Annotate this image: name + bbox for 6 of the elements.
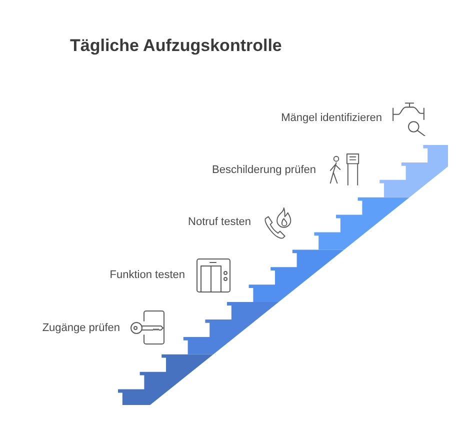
title: Tägliche Aufzugskontrolle [70, 36, 282, 56]
step-label: Notruf testen [188, 215, 251, 229]
step-label: Beschilderung prüfen [212, 163, 316, 177]
step-label: Funktion testen [110, 268, 185, 282]
step-label: Zugänge prüfen [42, 321, 120, 335]
step-label: Mängel identifizieren [281, 111, 382, 125]
